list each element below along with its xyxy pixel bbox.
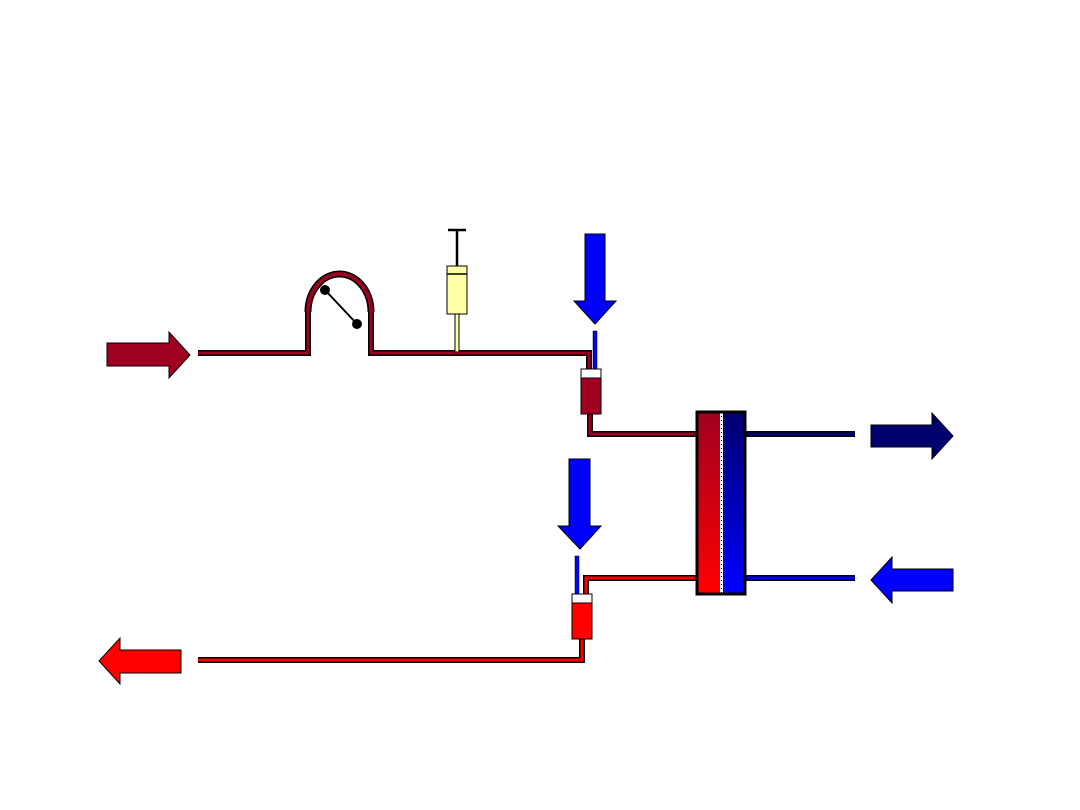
arterial-line [198, 312, 697, 437]
drip-chamber-icon [571, 555, 593, 640]
venous-drip-chamber [571, 555, 593, 640]
blood-inlet-arrow [106, 330, 191, 380]
heparin-syringe [446, 228, 468, 353]
dialyzer-icon [695, 410, 747, 596]
blood-pump [304, 270, 375, 329]
dialyzer [695, 410, 747, 596]
roller-pump-icon [320, 285, 362, 329]
venous-drip-inflow-arrow [556, 458, 603, 550]
arterial-drip-chamber [580, 330, 602, 415]
venous-line [198, 575, 697, 663]
dialysate-outlet-arrow [870, 411, 954, 461]
arterial-drip-inflow-arrow [572, 233, 618, 325]
dialysate-inlet-arrow [870, 555, 954, 605]
dialysate-lines [745, 431, 855, 581]
blood-return-arrow [98, 636, 182, 686]
syringe-icon [446, 228, 468, 353]
drip-chamber-icon [580, 330, 602, 415]
